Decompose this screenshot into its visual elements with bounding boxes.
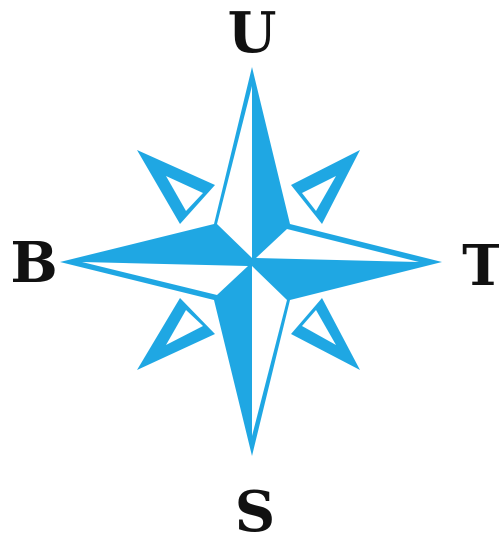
label-south: S xyxy=(235,479,275,535)
label-west: B xyxy=(10,230,57,296)
label-east: T xyxy=(462,233,499,299)
label-north: U xyxy=(228,0,277,66)
